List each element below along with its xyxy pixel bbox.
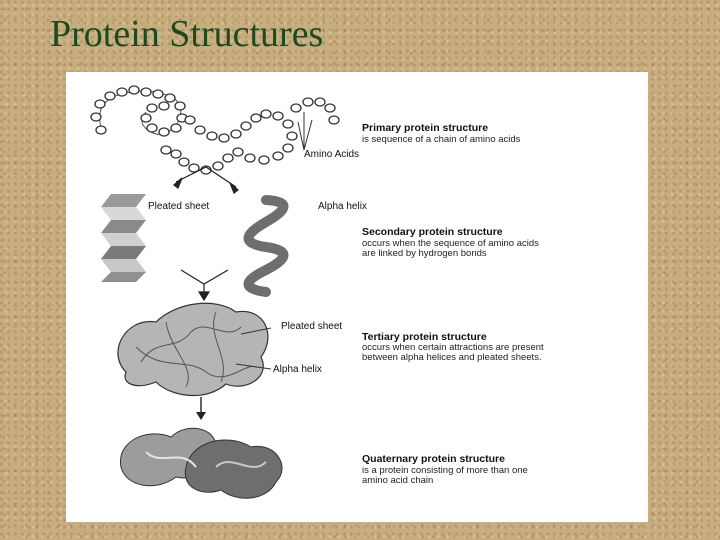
amino-acid-bead — [152, 89, 164, 99]
diagram-art — [90, 85, 340, 499]
pleated-sheet-label: Pleated sheet — [148, 201, 210, 212]
amino-acid-bead — [232, 147, 244, 157]
amino-acid-bead — [282, 119, 294, 129]
pleated-sheet-graphic — [101, 194, 146, 282]
amino-acid-bead — [250, 113, 262, 123]
amino-acid-bead — [290, 103, 302, 113]
amino-acid-bead — [146, 103, 158, 113]
amino-acid-bead — [222, 153, 234, 163]
amino-acid-bead — [240, 121, 252, 131]
amino-acid-bead — [95, 125, 107, 135]
quaternary-description-line2: amino acid chain — [362, 475, 434, 486]
amino-acid-bead — [302, 97, 314, 107]
secondary-heading: Secondary protein structure — [362, 226, 503, 238]
tertiary-heading: Tertiary protein structure — [362, 331, 487, 343]
amino-acid-bead — [174, 101, 186, 111]
amino-acid-bead — [188, 163, 200, 173]
tertiary-description-line2: between alpha helices and pleated sheets… — [362, 352, 542, 363]
down-arrow — [196, 397, 206, 420]
amino-acid-bead — [260, 109, 272, 119]
amino-acid-bead — [258, 155, 270, 165]
amino-acid-bead — [286, 131, 298, 141]
amino-acid-bead — [178, 157, 190, 167]
secondary-description-line2: are linked by hydrogen bonds — [362, 248, 487, 259]
amino-acid-bead — [194, 125, 206, 135]
amino-pointer-lines — [297, 112, 313, 151]
amino-acid-bead — [272, 151, 284, 161]
amino-acid-bead — [170, 123, 182, 133]
amino-acid-bead — [328, 115, 340, 125]
amino-acid-bead — [272, 111, 284, 121]
amino-acid-bead — [90, 112, 102, 122]
amino-acid-bead — [94, 99, 106, 109]
amino-acid-bead — [218, 133, 230, 143]
split-arrows — [173, 166, 239, 194]
amino-acid-bead — [128, 85, 140, 95]
tertiary-pleated-label: Pleated sheet — [281, 321, 343, 332]
amino-acid-bead — [212, 161, 224, 171]
amino-acid-bead — [146, 123, 158, 133]
slide-title: Protein Structures — [50, 13, 324, 55]
amino-acid-bead — [230, 129, 242, 139]
tertiary-structure-graphic — [117, 302, 269, 396]
tertiary-description-line1: occurs when certain attractions are pres… — [362, 342, 544, 353]
amino-acid-bead — [324, 103, 336, 113]
amino-acid-bead — [184, 115, 196, 125]
alpha-helix-label: Alpha helix — [318, 201, 367, 212]
amino-acid-bead — [314, 97, 326, 107]
quaternary-structure-graphic — [120, 427, 283, 499]
alpha-helix-graphic — [243, 195, 289, 297]
amino-acid-bead — [158, 101, 170, 111]
quaternary-description-line1: is a protein consisting of more than one — [362, 465, 528, 476]
diagram-panel: Primary protein structure is sequence of… — [66, 72, 648, 522]
amino-acid-bead — [206, 131, 218, 141]
primary-heading: Primary protein structure — [362, 122, 489, 134]
amino-acid-bead — [244, 153, 256, 163]
amino-acid-bead — [140, 113, 152, 123]
amino-acid-chain — [90, 85, 340, 175]
primary-description: is sequence of a chain of amino acids — [362, 134, 521, 145]
amino-acid-bead — [116, 87, 128, 97]
amino-acid-bead — [164, 93, 176, 103]
amino-acids-label: Amino Acids — [304, 149, 360, 160]
amino-acid-bead — [282, 143, 294, 153]
amino-acid-bead — [140, 87, 152, 97]
quaternary-heading: Quaternary protein structure — [362, 453, 505, 465]
tertiary-helix-label: Alpha helix — [273, 364, 322, 375]
amino-acid-bead — [104, 91, 116, 101]
secondary-description-line1: occurs when the sequence of amino acids — [362, 238, 539, 249]
amino-acid-bead — [170, 149, 182, 159]
merge-arrows — [180, 269, 229, 302]
tertiary-pointer-lines — [235, 327, 272, 370]
amino-acid-bead — [158, 127, 170, 137]
amino-acid-bead — [160, 145, 172, 155]
